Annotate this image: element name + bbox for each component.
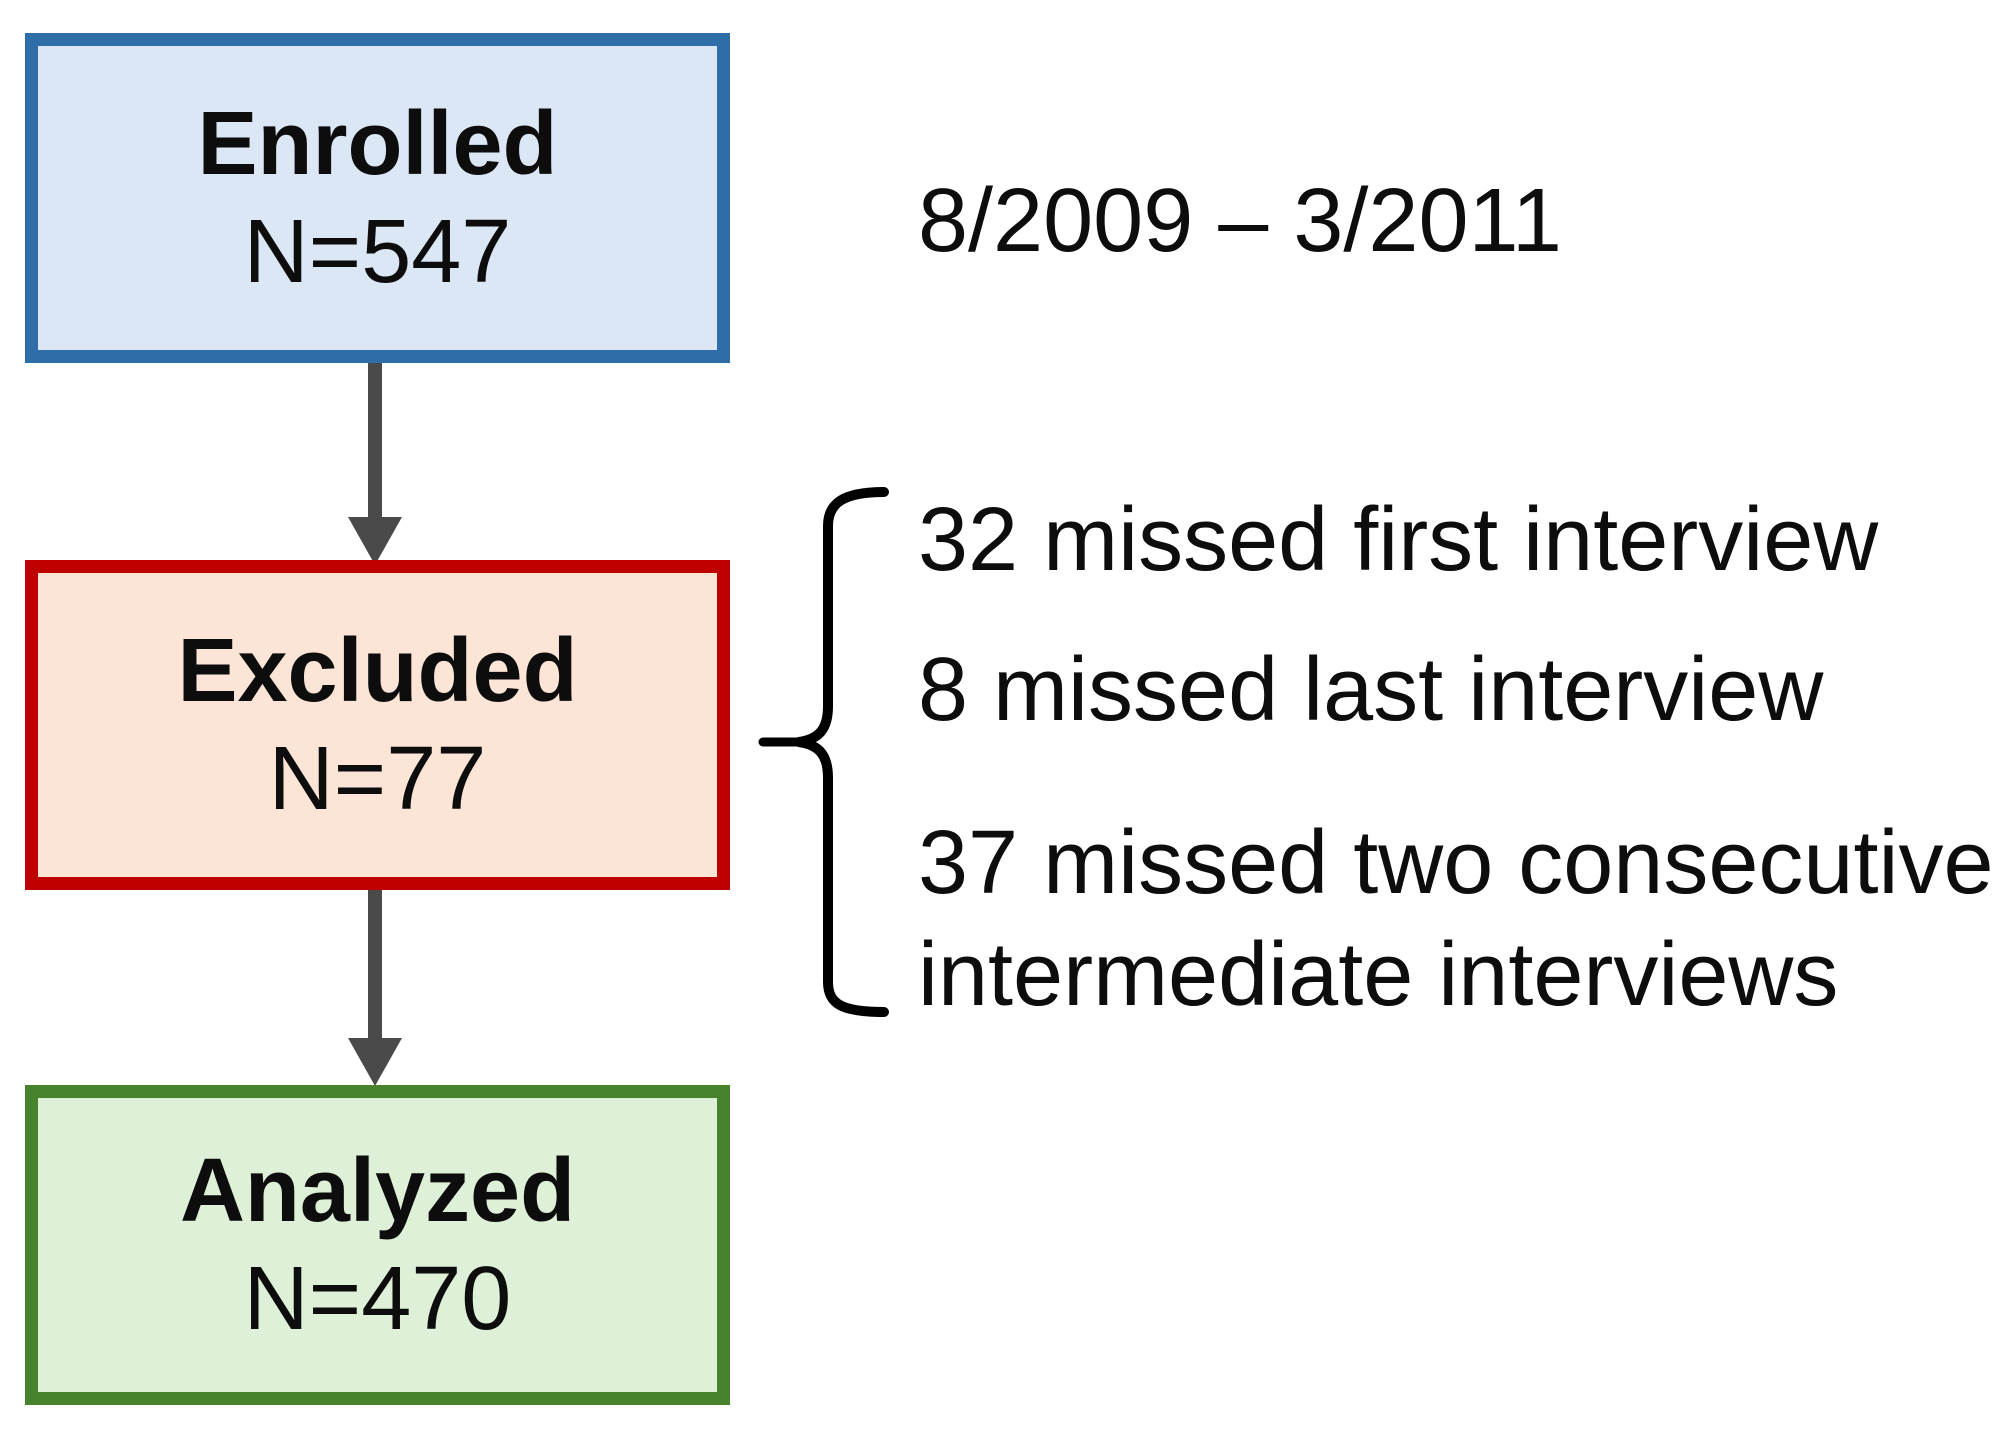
analyzed-label: Analyzed: [179, 1141, 576, 1241]
analyzed-box: Analyzed N=470: [25, 1085, 730, 1405]
exclusion-reason-3: 37 missed two consecutive intermediate i…: [918, 813, 1994, 1025]
curly-brace-icon: [794, 487, 889, 1017]
flow-arrow-2-head: [348, 1038, 402, 1086]
excluded-label: Excluded: [177, 621, 578, 721]
enrolled-box: Enrolled N=547: [25, 33, 730, 363]
enrolled-label: Enrolled: [197, 94, 558, 194]
analyzed-count: N=470: [243, 1249, 512, 1349]
flow-arrow-1-head: [348, 517, 402, 565]
excluded-box: Excluded N=77: [25, 560, 730, 890]
excluded-count: N=77: [268, 729, 487, 829]
exclusion-reason-1: 32 missed first interview: [918, 490, 1879, 590]
flow-arrow-2-shaft: [368, 890, 382, 1038]
flow-arrow-1-shaft: [368, 363, 382, 517]
exclusion-brace: [758, 487, 889, 1017]
date-range-label: 8/2009 – 3/2011: [918, 171, 1562, 271]
enrolled-count: N=547: [243, 202, 512, 302]
exclusion-reason-2: 8 missed last interview: [918, 640, 1824, 740]
